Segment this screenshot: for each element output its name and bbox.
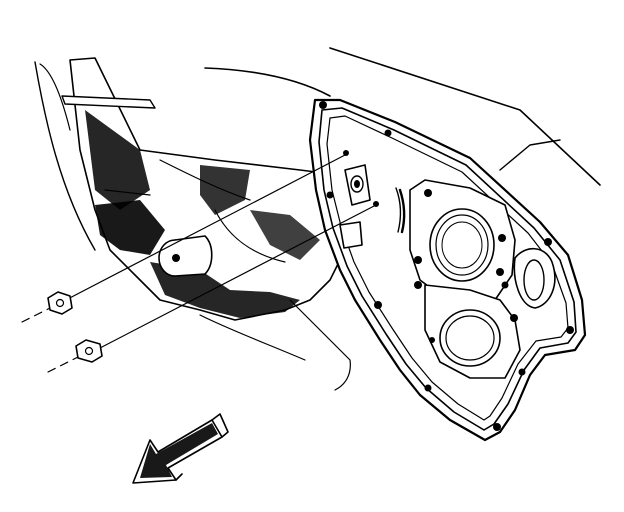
door-trim-panel [61, 57, 361, 391]
direction-arrow [132, 413, 229, 484]
door-outer-panel [34, 47, 601, 251]
mounting-nut-lower [47, 201, 379, 373]
speaker-opening-upper [429, 208, 495, 282]
speaker-opening-lower [439, 309, 501, 367]
window-regulator-motor [158, 235, 213, 277]
mounting-nut-upper [21, 150, 349, 323]
